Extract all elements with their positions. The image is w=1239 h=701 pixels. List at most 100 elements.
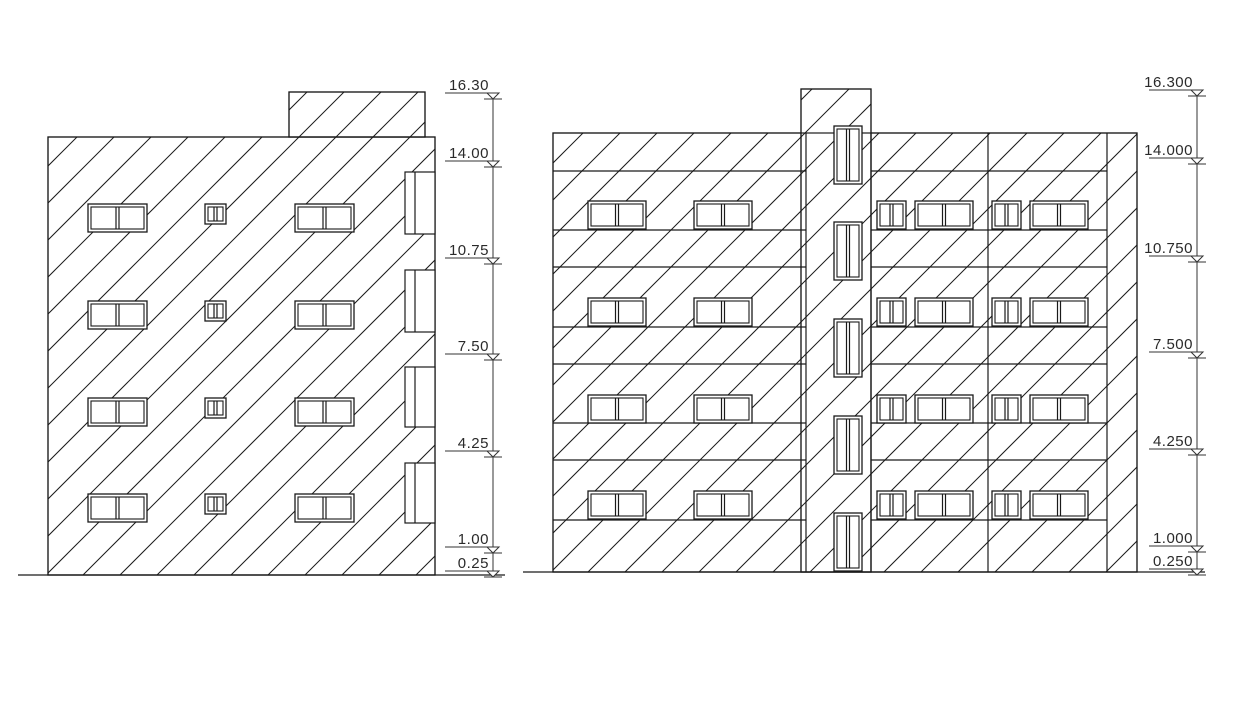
window <box>876 297 907 327</box>
window <box>587 394 647 424</box>
window-sash <box>590 493 644 517</box>
hatch-line <box>119 92 435 575</box>
hatch-line <box>48 92 197 575</box>
window <box>587 297 647 327</box>
window-sash <box>90 303 145 327</box>
small-window <box>204 397 227 419</box>
level-triangle-icon <box>1189 351 1205 359</box>
balcony-recess <box>404 269 436 333</box>
window <box>914 490 974 520</box>
level-triangle-icon <box>485 570 501 578</box>
window-sash <box>590 203 644 227</box>
level-triangle-icon <box>485 450 501 458</box>
level-label: 4.25 <box>458 435 489 452</box>
level-triangle-icon <box>1189 157 1205 165</box>
level-label: 10.750 <box>1144 240 1193 257</box>
hatch-line <box>553 89 813 572</box>
level-label: 1.000 <box>1153 530 1193 547</box>
window <box>876 490 907 520</box>
tall-window <box>833 221 863 281</box>
window <box>876 394 907 424</box>
window-sash <box>917 203 971 227</box>
window-sash <box>836 321 860 375</box>
hatch-line <box>156 92 435 575</box>
parapet-outline <box>288 91 426 138</box>
window-sash <box>1032 300 1086 324</box>
window <box>294 203 355 233</box>
window <box>991 490 1022 520</box>
hatch-line <box>587 89 1072 572</box>
level-label: 16.30 <box>449 77 489 94</box>
tall-window <box>833 415 863 475</box>
left-elevation <box>18 91 505 576</box>
window-sash <box>590 300 644 324</box>
window-sash <box>994 493 1019 517</box>
window-sash <box>696 203 750 227</box>
window <box>1029 297 1089 327</box>
window-sash <box>994 300 1019 324</box>
window <box>914 297 974 327</box>
window-sash <box>90 496 145 520</box>
window <box>693 297 753 327</box>
level-label: 4.250 <box>1153 433 1193 450</box>
level-label: 0.250 <box>1153 553 1193 570</box>
hatch-line <box>1143 89 1239 572</box>
hatch-line <box>48 92 419 575</box>
level-label: 7.500 <box>1153 336 1193 353</box>
balcony-recess <box>404 462 436 524</box>
level-triangle-icon <box>1189 255 1205 263</box>
level-label: 14.00 <box>449 145 489 162</box>
window <box>294 397 355 427</box>
window-sash <box>1032 203 1086 227</box>
window <box>914 394 974 424</box>
window <box>693 490 753 520</box>
window-sash <box>879 493 904 517</box>
level-label: 14.000 <box>1144 142 1193 159</box>
right-level-markers: 16.300 14.000 10.750 7.500 4.250 1.000 0… <box>1144 74 1206 576</box>
window-sash <box>917 397 971 421</box>
hatch-line <box>82 92 435 575</box>
hatch-line <box>1217 89 1239 572</box>
window <box>294 300 355 330</box>
window-sash <box>994 397 1019 421</box>
window-sash <box>836 224 860 278</box>
window-sash <box>994 203 1019 227</box>
window <box>87 300 148 330</box>
hatch-line <box>48 92 160 575</box>
window <box>87 203 148 233</box>
level-triangle-icon <box>485 353 501 361</box>
level-triangle-icon <box>485 546 501 554</box>
level-triangle-icon <box>1189 89 1205 97</box>
level-triangle-icon <box>485 257 501 265</box>
window-sash <box>297 400 352 424</box>
window-sash <box>207 303 224 319</box>
window <box>294 493 355 523</box>
tall-window <box>833 512 863 572</box>
window <box>587 490 647 520</box>
left-level-markers: 16.30 14.00 10.75 7.50 4.25 1.00 0.25 <box>445 77 502 578</box>
hatch-line <box>48 92 271 575</box>
hatch-line <box>1031 89 1137 572</box>
window <box>693 200 753 230</box>
small-window <box>204 203 227 225</box>
hatch-line <box>553 89 739 572</box>
window <box>87 397 148 427</box>
window <box>991 200 1022 230</box>
window-sash <box>696 397 750 421</box>
window-sash <box>879 300 904 324</box>
window <box>1029 490 1089 520</box>
window-sash <box>879 397 904 421</box>
level-triangle-icon <box>485 160 501 168</box>
window-sash <box>207 206 224 222</box>
window <box>1029 200 1089 230</box>
window <box>991 394 1022 424</box>
hatch-line <box>553 89 702 572</box>
window-sash <box>696 300 750 324</box>
balcony-recess <box>404 366 436 428</box>
window-sash <box>207 400 224 416</box>
small-window <box>204 493 227 515</box>
level-label: 7.50 <box>458 338 489 355</box>
level-triangle-icon <box>1189 545 1205 553</box>
window-sash <box>207 496 224 512</box>
